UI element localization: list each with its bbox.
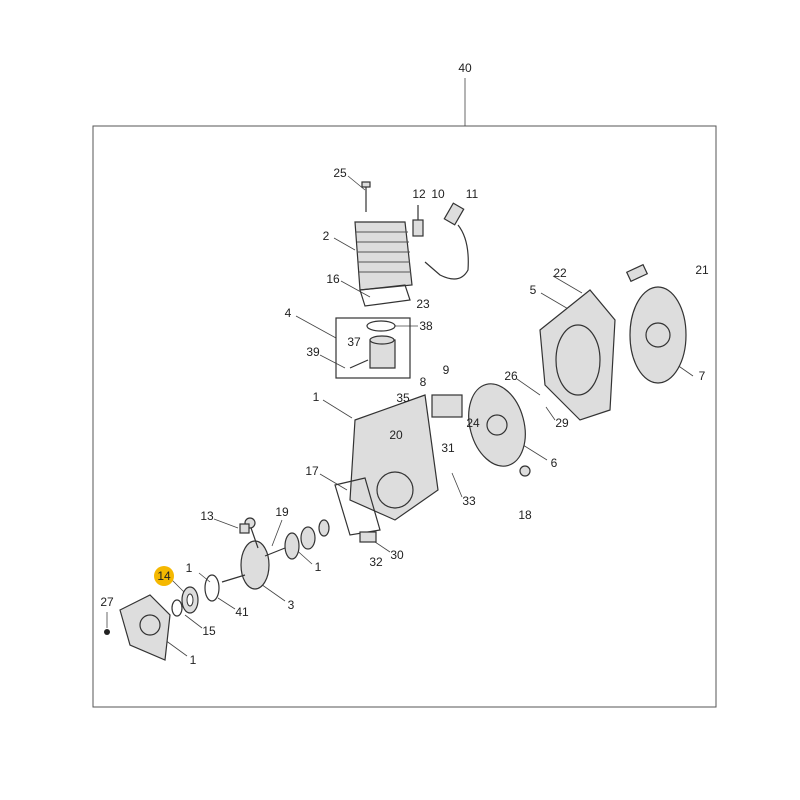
needle-bearing-13 (239, 523, 250, 534)
seal-15 (171, 599, 183, 617)
crankshaft-3 (221, 517, 286, 590)
callout-1-crankcase-half[interactable]: 1 (189, 653, 197, 667)
callout-16[interactable]: 16 (326, 272, 340, 286)
piston-kit-4 (335, 317, 411, 379)
gasket-16 (359, 284, 411, 307)
bolt-25 (361, 181, 371, 212)
callout-39[interactable]: 39 (306, 345, 320, 359)
callout-4[interactable]: 4 (284, 306, 292, 320)
callout-6[interactable]: 6 (550, 456, 558, 470)
callout-15[interactable]: 15 (202, 624, 216, 638)
callout-1-bearing-right[interactable]: 1 (314, 560, 322, 574)
bearing-14 (181, 586, 199, 614)
callout-30[interactable]: 30 (390, 548, 404, 562)
callout-13[interactable]: 13 (200, 509, 214, 523)
spark-cap-11 (424, 202, 469, 280)
ignition-coil-8 (431, 394, 463, 418)
callout-41[interactable]: 41 (235, 605, 249, 619)
callout-5[interactable]: 5 (529, 283, 537, 297)
bearing-41 (204, 574, 220, 602)
callout-29[interactable]: 29 (555, 416, 569, 430)
callout-20[interactable]: 20 (389, 428, 403, 442)
gasket-17 (334, 477, 381, 536)
callout-3[interactable]: 3 (287, 598, 295, 612)
callout-33[interactable]: 33 (462, 494, 476, 508)
callout-19[interactable]: 19 (275, 505, 289, 519)
callout-35[interactable]: 35 (396, 391, 410, 405)
crankcase-half-1 (119, 594, 171, 661)
callout-27[interactable]: 27 (100, 595, 114, 609)
callout-1-bearing-left[interactable]: 1 (185, 561, 193, 575)
assembly-frame (92, 125, 717, 708)
crankcase-1 (349, 394, 439, 521)
spark-plug-12 (412, 205, 424, 237)
callout-17[interactable]: 17 (305, 464, 319, 478)
ignition-module-30 (359, 531, 377, 543)
callout-7[interactable]: 7 (698, 369, 706, 383)
nut-27 (104, 629, 110, 635)
cylinder-2 (354, 221, 413, 291)
flywheel-6 (468, 383, 526, 467)
callout-37[interactable]: 37 (347, 335, 361, 349)
callout-14-highlighted[interactable]: 14 (154, 566, 174, 586)
callout-26[interactable]: 26 (504, 369, 518, 383)
callout-2[interactable]: 2 (322, 229, 330, 243)
callout-11[interactable]: 11 (465, 187, 479, 201)
callout-24[interactable]: 24 (466, 416, 480, 430)
callout-8[interactable]: 8 (419, 375, 427, 389)
callout-31[interactable]: 31 (441, 441, 455, 455)
callout-32[interactable]: 32 (369, 555, 383, 569)
callout-23[interactable]: 23 (416, 297, 430, 311)
callout-12[interactable]: 12 (412, 187, 426, 201)
washer-18 (519, 465, 531, 477)
bearing-right-1 (284, 519, 330, 560)
callout-25[interactable]: 25 (333, 166, 347, 180)
callout-10[interactable]: 10 (431, 187, 445, 201)
callout-18[interactable]: 18 (518, 508, 532, 522)
recoil-starter-7 (625, 263, 687, 384)
callout-22[interactable]: 22 (553, 266, 567, 280)
fan-housing-5 (539, 289, 616, 421)
callout-21[interactable]: 21 (695, 263, 709, 277)
callout-1-crankcase[interactable]: 1 (312, 390, 320, 404)
callout-40: 40 (458, 61, 472, 75)
callout-9[interactable]: 9 (442, 363, 450, 377)
callout-38[interactable]: 38 (419, 319, 433, 333)
